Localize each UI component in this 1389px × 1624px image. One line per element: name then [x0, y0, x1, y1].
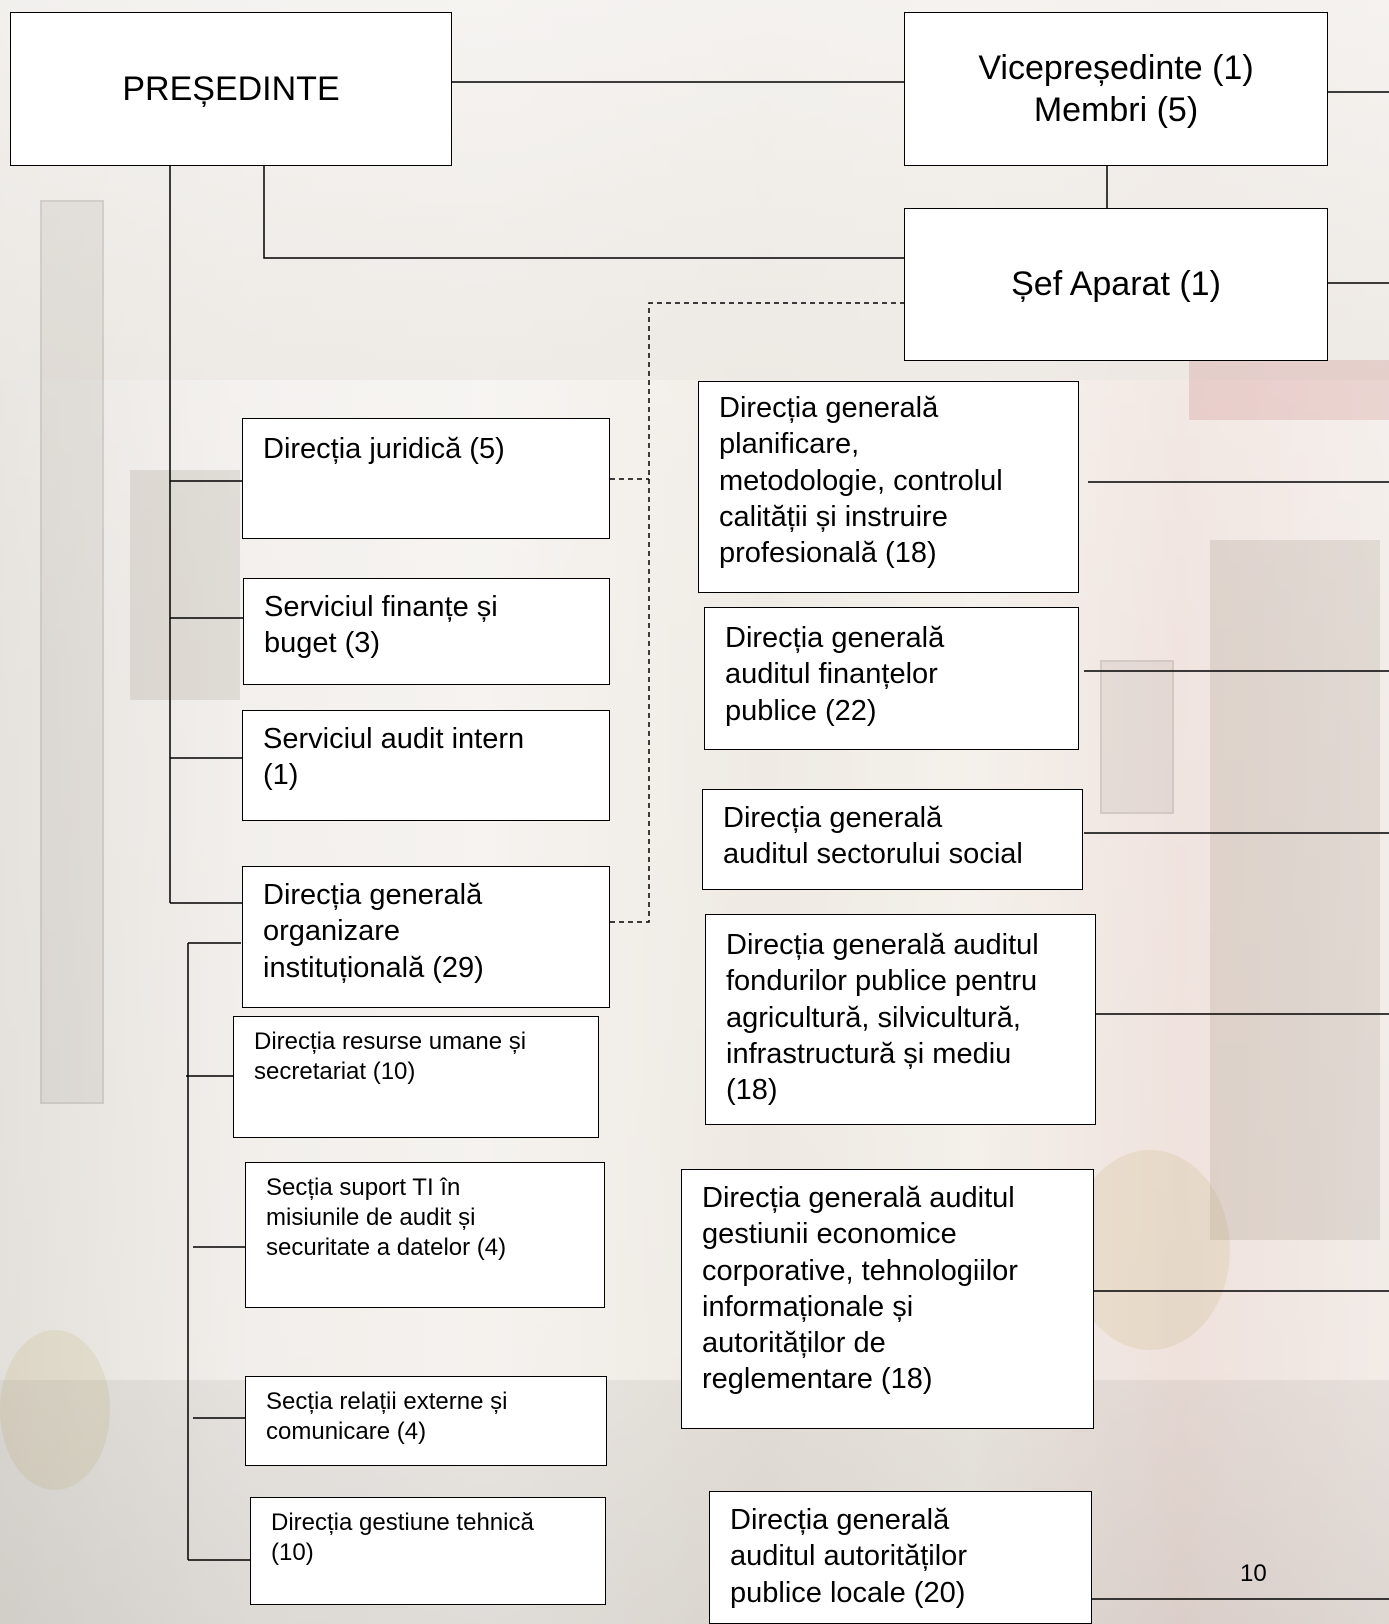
background-window-right [1210, 540, 1380, 1240]
background-shrub [1070, 1150, 1230, 1350]
background-flowers [0, 1330, 110, 1490]
page-number: 10 [1240, 1560, 1267, 1587]
box-dg-gestiune-economica: Direcția generală auditul gestiunii econ… [681, 1169, 1094, 1429]
box-serviciul-audit-intern: Serviciul audit intern (1) [242, 710, 610, 821]
background-red-band [1189, 360, 1389, 420]
box-relatii-externe: Secția relații externe și comunicare (4) [245, 1376, 607, 1466]
box-dg-planificare: Direcția generală planificare, metodolog… [698, 381, 1079, 593]
box-dg-autoritati-locale: Direcția generală auditul autorităților … [709, 1491, 1092, 1624]
box-dg-finante-publice: Direcția generală auditul finanțelor pub… [704, 607, 1079, 750]
box-resurse-umane: Direcția resurse umane și secretariat (1… [233, 1016, 599, 1138]
background-plaque-right [1100, 660, 1174, 814]
box-directia-organizare: Direcția generală organizare instituțion… [242, 866, 610, 1008]
box-dg-sector-social: Direcția generală auditul sectorului soc… [702, 789, 1083, 890]
box-suport-ti: Secția suport TI în misiunile de audit ș… [245, 1162, 605, 1308]
box-sef-aparat: Șef Aparat (1) [904, 208, 1328, 361]
box-dg-agricultura: Direcția generală auditul fondurilor pub… [705, 914, 1096, 1125]
background-pillar [40, 200, 104, 1104]
box-presedinte: PREȘEDINTE [10, 12, 452, 166]
connector-dashed-sef [610, 302, 905, 923]
connector-president-sef [263, 166, 905, 259]
box-vicepresedinte: Vicepreședinte (1) Membri (5) [904, 12, 1328, 166]
box-serviciul-finante: Serviciul finanțe și buget (3) [243, 578, 610, 685]
box-gestiune-tehnica: Direcția gestiune tehnică (10) [250, 1497, 606, 1605]
box-directia-juridica: Direcția juridică (5) [242, 418, 610, 539]
background-plaque [130, 470, 240, 700]
